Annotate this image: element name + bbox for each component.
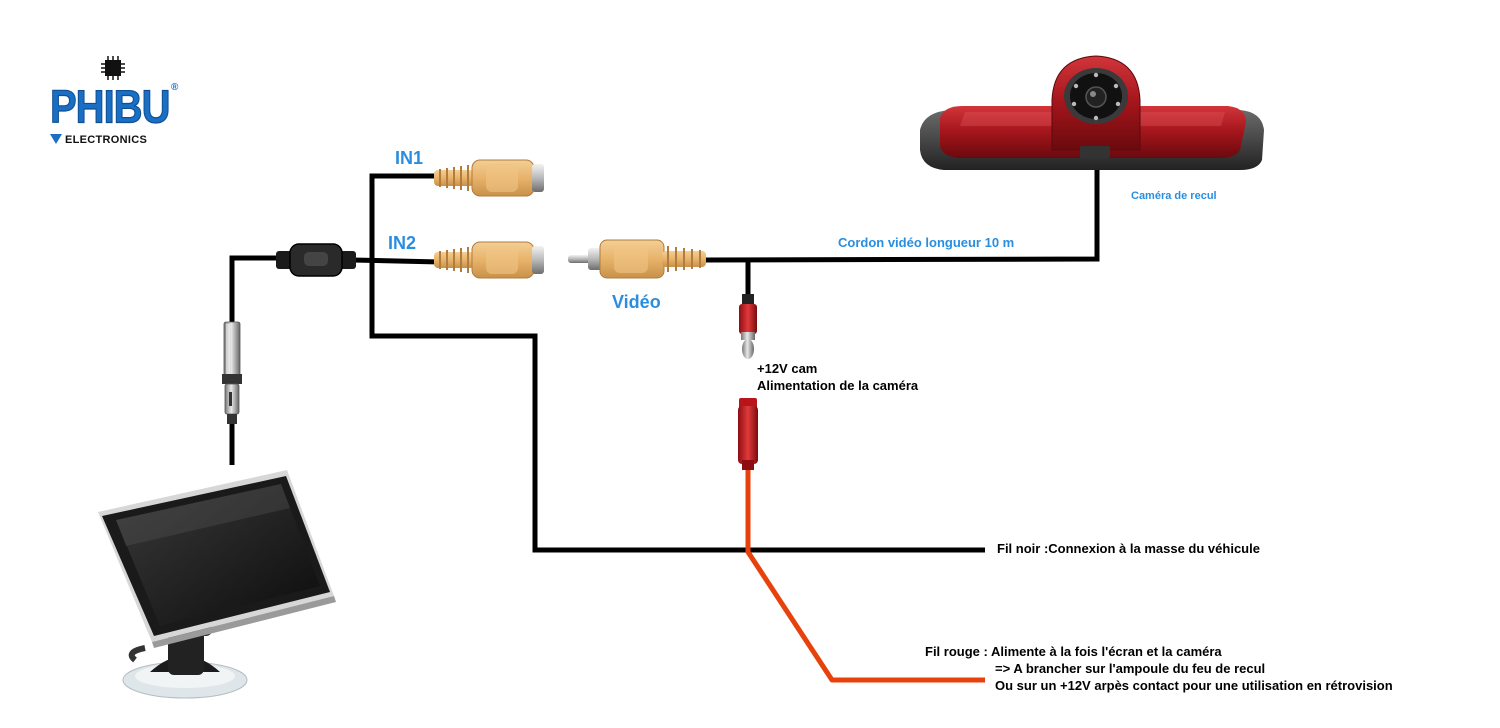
red-wire-label-line3: Ou sur un +12V arpès contact pour une ut… — [995, 678, 1393, 693]
logo-arrow-icon — [50, 134, 62, 144]
video-cable — [703, 170, 1100, 263]
red-wire-label-line1: Fil rouge : Alimente à la fois l'écran e… — [925, 644, 1222, 659]
bullet-connector-icon — [739, 294, 757, 359]
in1-label: IN1 — [395, 148, 424, 168]
monitor-icon — [98, 470, 336, 699]
black-wires — [229, 170, 1100, 553]
rca-male-connector-icon — [568, 239, 706, 279]
logo-brand: PHIBU — [49, 81, 170, 133]
power-label-line2: Alimentation de la caméra — [757, 378, 919, 393]
cable-length-label: Cordon vidéo longueur 10 m — [838, 235, 1015, 250]
power-label-line1: +12V cam — [757, 361, 818, 376]
ground-wire — [369, 262, 985, 553]
in2-wire — [351, 257, 441, 265]
reversing-camera-icon — [920, 55, 1264, 170]
in1-wire — [369, 173, 440, 262]
inline-module-icon — [276, 243, 356, 277]
red-wire — [745, 468, 985, 683]
rca-female-connector-icon — [434, 241, 544, 279]
logo-registered: ® — [171, 82, 179, 93]
in2-label: IN2 — [388, 233, 417, 253]
video-label: Vidéo — [612, 292, 661, 312]
rca-female-connector-icon — [434, 159, 544, 197]
chip-icon — [101, 56, 125, 80]
logo-sub: ELECTRONICS — [65, 134, 148, 146]
black-wire-label: Fil noir :Connexion à la masse du véhicu… — [997, 541, 1260, 556]
camera-label: Caméra de recul — [1131, 190, 1217, 202]
bullet-connector-icon — [738, 398, 758, 470]
monitor-plug-icon — [222, 321, 242, 424]
red-wire-label-line2: => A brancher sur l'ampoule du feu de re… — [995, 661, 1266, 676]
